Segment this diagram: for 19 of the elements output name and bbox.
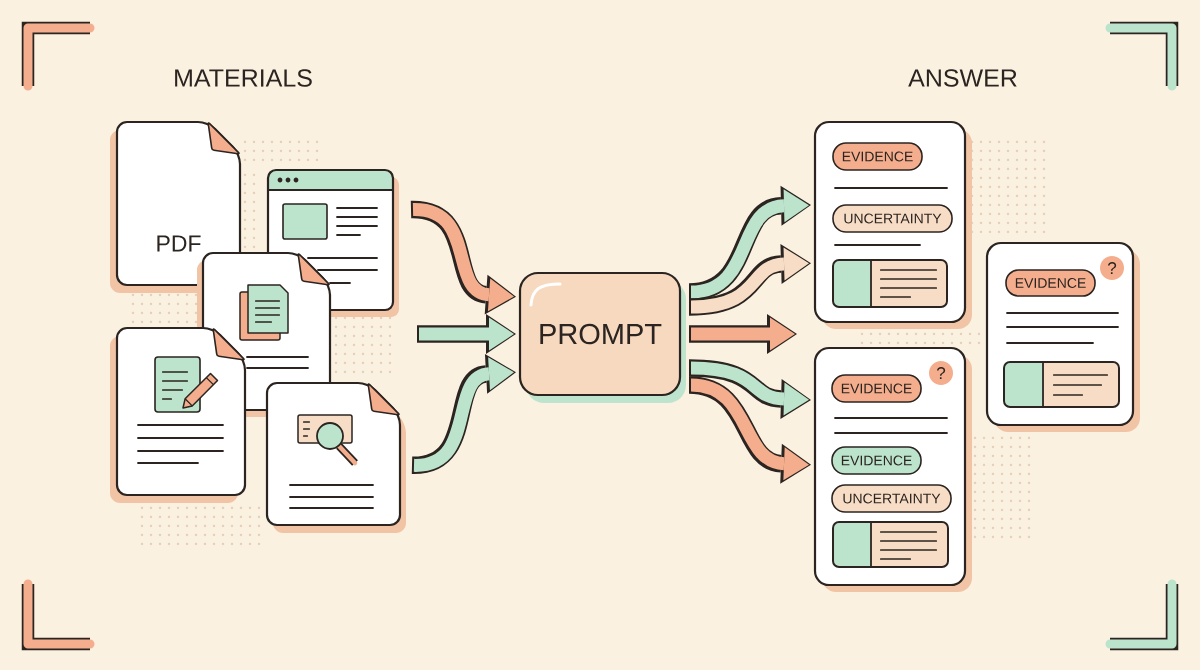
arrow xyxy=(688,244,811,316)
tag-pill: EVIDENCE xyxy=(1005,269,1096,297)
tag-pill: UNCERTAINTY xyxy=(832,204,953,233)
tag-pill: EVIDENCE xyxy=(832,142,923,171)
prompt-box: PROMPT xyxy=(518,271,686,403)
arrow xyxy=(410,200,516,315)
question-badge: ? xyxy=(1100,256,1124,280)
tag-pill: EVIDENCE xyxy=(831,446,922,475)
arrow xyxy=(411,353,516,475)
arrow xyxy=(688,376,811,484)
arrow xyxy=(689,314,797,354)
tag-pill: UNCERTAINTY xyxy=(831,484,952,513)
tag-pill: EVIDENCE xyxy=(831,374,922,403)
arrow xyxy=(417,314,516,354)
heading: ANSWER xyxy=(908,69,1017,87)
arrow xyxy=(688,359,811,419)
heading: MATERIALS xyxy=(175,69,312,87)
question-badge: ? xyxy=(929,361,953,385)
document: PDF xyxy=(110,120,242,293)
